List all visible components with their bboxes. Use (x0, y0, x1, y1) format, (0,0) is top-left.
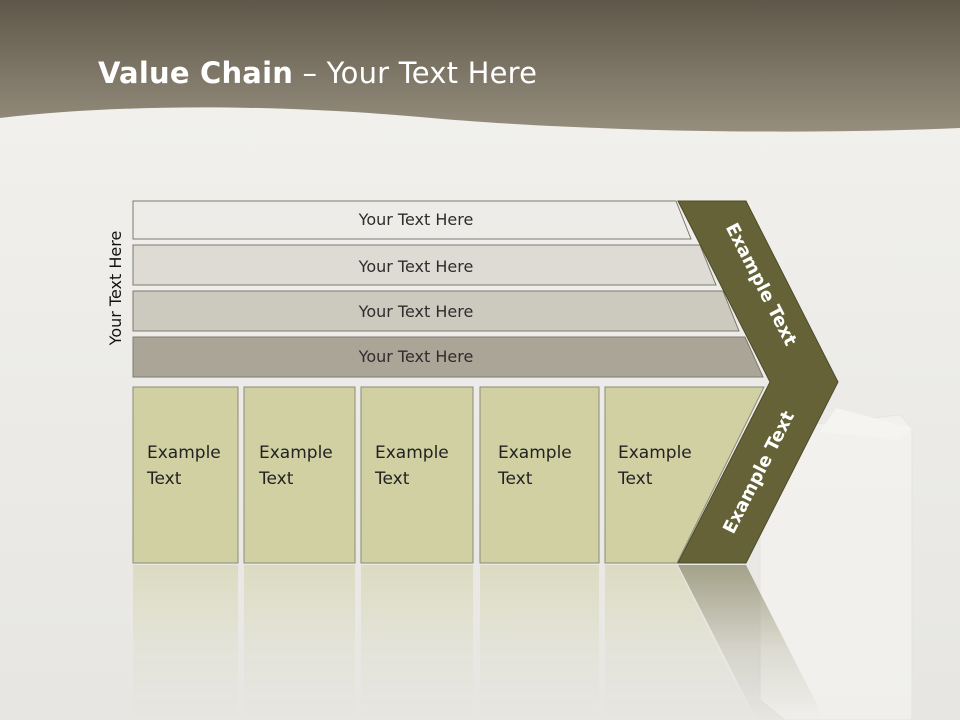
reflection-cell-1 (133, 565, 238, 720)
cell-4-line1: Example (498, 443, 572, 463)
reflection-cell-2 (244, 565, 355, 720)
cell-5-box (604, 386, 765, 564)
reflection-cell-5 (605, 565, 754, 720)
title-bold: Value Chain (98, 56, 294, 90)
cell-1-line1: Example (147, 443, 221, 463)
side-axis-label: Your Text Here (106, 231, 125, 347)
row-2-label: Your Text Here (358, 257, 474, 276)
reflection-cell-3 (361, 565, 473, 720)
cell-4-box (479, 386, 600, 564)
reflection-chevron (678, 565, 825, 720)
row-4-bar (132, 336, 764, 378)
cell-2-line2: Text (258, 469, 294, 489)
row-2-bar (132, 244, 717, 286)
diagram-reflection (133, 565, 825, 720)
cell-3-box (360, 386, 474, 564)
cells-group: Example Text Example Text Example Text E… (132, 386, 765, 564)
cell-3-line1: Example (375, 443, 449, 463)
cell-4-line2: Text (497, 469, 533, 489)
cell-5-line1: Example (618, 443, 692, 463)
cell-1-box (132, 386, 239, 564)
background-box (759, 408, 913, 720)
row-3-label: Your Text Here (358, 302, 474, 321)
cell-3-line2: Text (374, 469, 410, 489)
cell-2-box (243, 386, 356, 564)
row-3-bar (132, 290, 740, 332)
row-1-label: Your Text Here (358, 210, 474, 229)
row-4-label: Your Text Here (358, 347, 474, 366)
margin-chevron (677, 200, 839, 564)
page-title: Value Chain – Your Text Here (98, 56, 537, 90)
cell-2-line1: Example (259, 443, 333, 463)
row-1-bar (132, 200, 692, 240)
title-rest: – Your Text Here (293, 56, 538, 90)
cell-5-line2: Text (617, 469, 653, 489)
cell-1-line2: Text (146, 469, 182, 489)
header-band (0, 0, 960, 132)
rows-group: Your Text Here Your Text Here Your Text … (132, 200, 764, 378)
reflection-cell-4 (480, 565, 599, 720)
